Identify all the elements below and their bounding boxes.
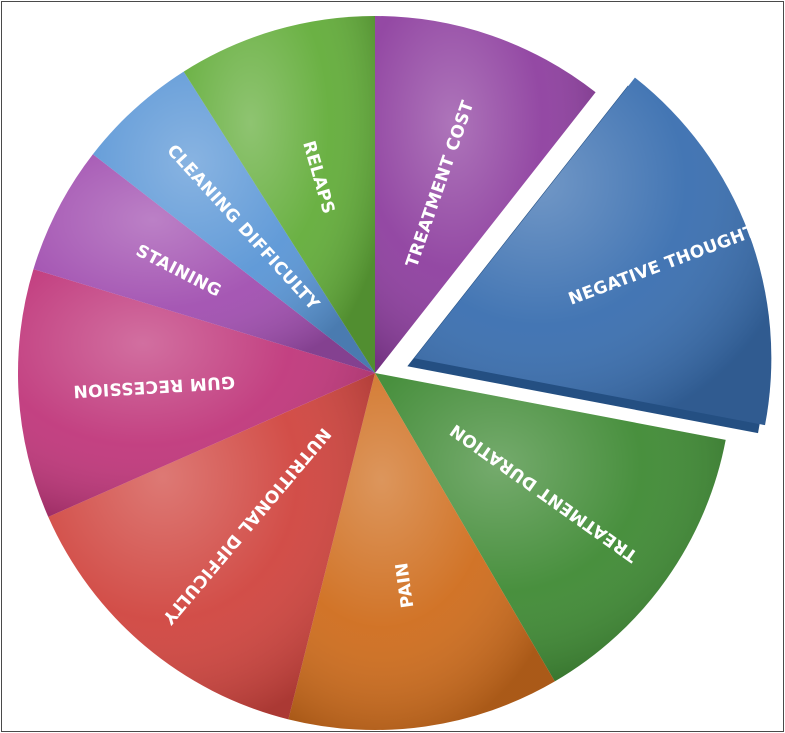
pie-slice-layer xyxy=(17,16,772,730)
pie-slice-gloss-7 xyxy=(92,71,375,374)
pie-slice-gloss-3 xyxy=(288,373,555,730)
pie-slice-gloss-8 xyxy=(183,16,375,373)
pie-slice-gloss-2 xyxy=(375,373,726,682)
pie-slice-gloss-5 xyxy=(17,269,375,517)
pie-slice-gloss-4 xyxy=(48,373,375,720)
pie-slice-gloss-6 xyxy=(33,154,375,373)
pie-slice-gloss-1 xyxy=(414,77,772,426)
pie-slice-gloss-0 xyxy=(375,16,596,373)
